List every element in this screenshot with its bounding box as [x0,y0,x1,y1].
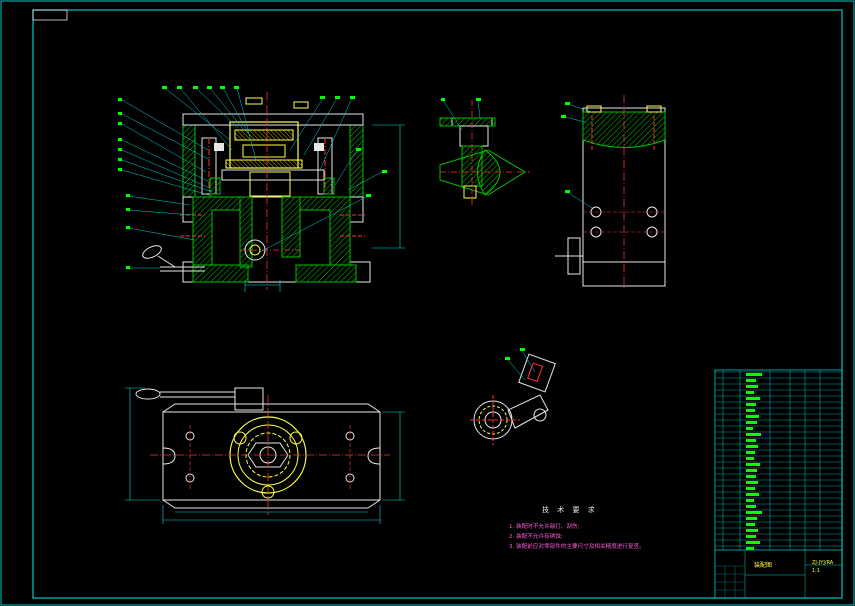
parts-list-entry [746,385,758,388]
title-block-drawing-name: 装配图 [754,562,773,569]
tech-requirements-title: 技 术 要 求 [542,506,598,514]
parts-list-entry [746,373,762,376]
parts-list-entry [746,469,757,472]
parts-list-entry [746,529,758,532]
tech-requirement-1: 1. 装配时不允许敲打、刮伤; [509,524,580,530]
front-section-view [118,86,405,292]
parts-list-entry [746,511,762,514]
parts-list-entry [746,475,756,478]
parts-list-entry [746,457,754,460]
plan-view [125,387,405,524]
parts-list-entry [746,487,755,490]
parts-list-entry [746,397,760,400]
detail-view [470,348,556,445]
tech-requirement-3: 3. 装配前应对零部件的主要尺寸及相关精度进行复查。 [509,544,645,550]
parts-list-entry [746,427,753,430]
parts-list-entry [746,547,754,550]
parts-list-entry [746,421,757,424]
parts-list-entry [746,391,754,394]
parts-list-table [714,369,843,599]
parts-list-entry [746,493,759,496]
parts-list-entry [746,415,759,418]
parts-list-entry [746,481,758,484]
parts-list-entry [746,505,756,508]
parts-list-entry [746,379,756,382]
parts-list-entry [746,403,756,406]
parts-list-entry [746,439,756,442]
title-block-drawing-code: ZJ-JYJ/RA [812,560,834,566]
parts-list-entry [746,463,760,466]
side-section-view [439,98,530,205]
parts-list-entry [746,433,761,436]
parts-list-entry [746,445,758,448]
parts-list-entry [746,523,755,526]
title-block-scale: 1:1 [812,568,821,574]
parts-list-entry [746,409,755,412]
parts-list-entry [746,451,755,454]
right-side-view [555,95,666,290]
parts-list-entry [746,517,757,520]
tech-requirement-2: 2. 装配不允许有锈蚀; [509,534,563,540]
parts-list-entry [746,499,754,502]
parts-list-entry [746,535,756,538]
parts-list-entry [746,541,760,544]
